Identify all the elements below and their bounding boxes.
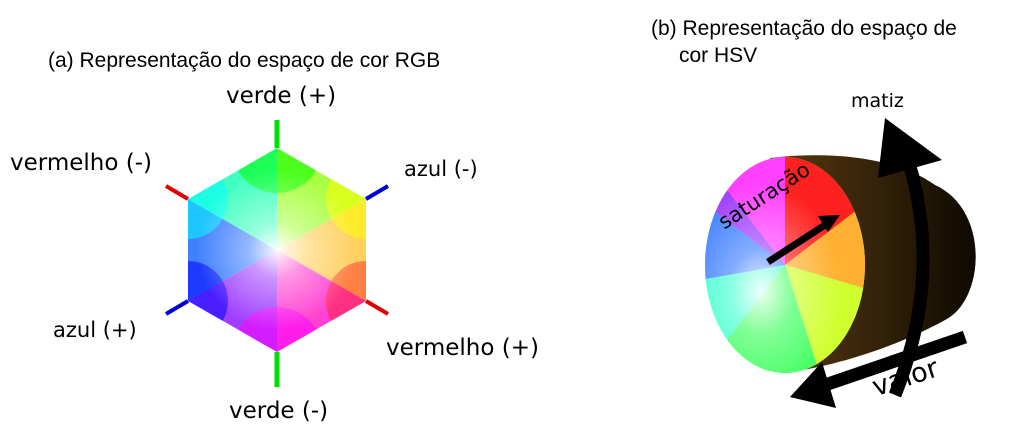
label-green-plus: verde (+) — [226, 83, 337, 109]
saturation-arrowhead — [818, 215, 840, 232]
label-hue: matiz — [851, 90, 904, 112]
red-minus-axis — [164, 184, 190, 201]
label-green-minus: verde (-) — [229, 398, 329, 424]
hue-arrow — [888, 147, 930, 398]
hsv-caption-line1: (b) Representação do espaço de — [651, 17, 957, 40]
label-blue-minus: azul (-) — [404, 157, 478, 181]
label-blue-plus: azul (+) — [53, 318, 137, 342]
blue-plus-axis — [164, 299, 190, 316]
blue-minus-axis — [364, 184, 390, 201]
label-red-plus: vermelho (+) — [386, 335, 539, 361]
rgb-caption: (a) Representação do espaço de cor RGB — [48, 49, 441, 72]
hsv-caption-line2: cor HSV — [679, 44, 758, 67]
hsv-caption: (b) Representação do espaço de cor HSV — [651, 15, 957, 69]
saturation-arrow — [766, 222, 827, 265]
value-arrowhead — [790, 362, 836, 408]
hue-arrowhead — [878, 118, 942, 178]
red-plus-axis — [364, 299, 390, 316]
label-red-minus: vermelho (-) — [10, 150, 152, 176]
value-arrow — [822, 330, 968, 392]
